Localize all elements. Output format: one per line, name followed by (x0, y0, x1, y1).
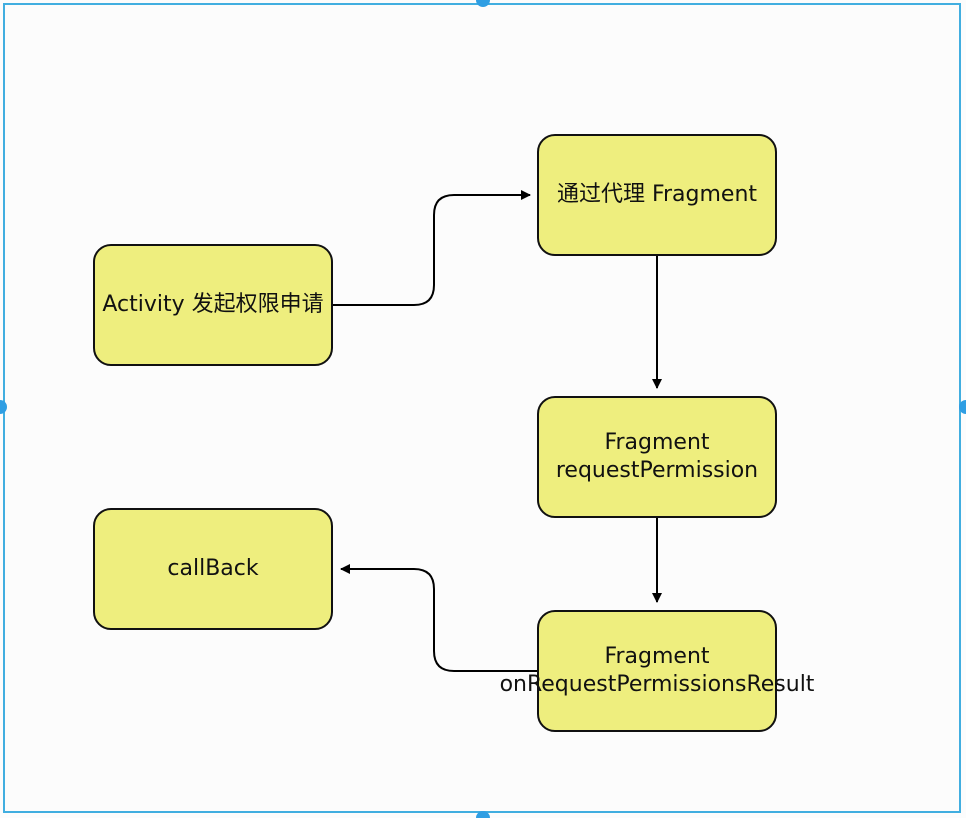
node-callback-label: callBack (167, 556, 259, 581)
selection-handle-bottom[interactable] (476, 811, 490, 818)
node-activity-label: Activity 发起权限申请 (102, 292, 324, 317)
selection-handle-right[interactable] (959, 400, 966, 414)
node-proxy-fragment[interactable]: 通过代理 Fragment (537, 134, 777, 256)
selection-handle-left[interactable] (0, 400, 7, 414)
node-request-line1: Fragment (604, 430, 710, 455)
node-proxy-label: 通过代理 Fragment (556, 182, 758, 207)
node-activity-request[interactable]: Activity 发起权限申请 (93, 244, 333, 366)
edge-result-to-callback (340, 564, 537, 672)
edge-activity-to-proxy (333, 190, 531, 306)
selection-handle-top[interactable] (476, 0, 490, 7)
node-callback[interactable]: callBack (93, 508, 333, 630)
node-result-line2: onRequestPermissionsResult (499, 672, 815, 697)
node-fragment-on-request-permissions-result[interactable]: Fragment onRequestPermissionsResult (500, 610, 814, 732)
node-request-line2: requestPermission (555, 458, 759, 483)
node-result-line1: Fragment (604, 644, 710, 669)
node-fragment-request-permission[interactable]: Fragment requestPermission (537, 396, 777, 518)
